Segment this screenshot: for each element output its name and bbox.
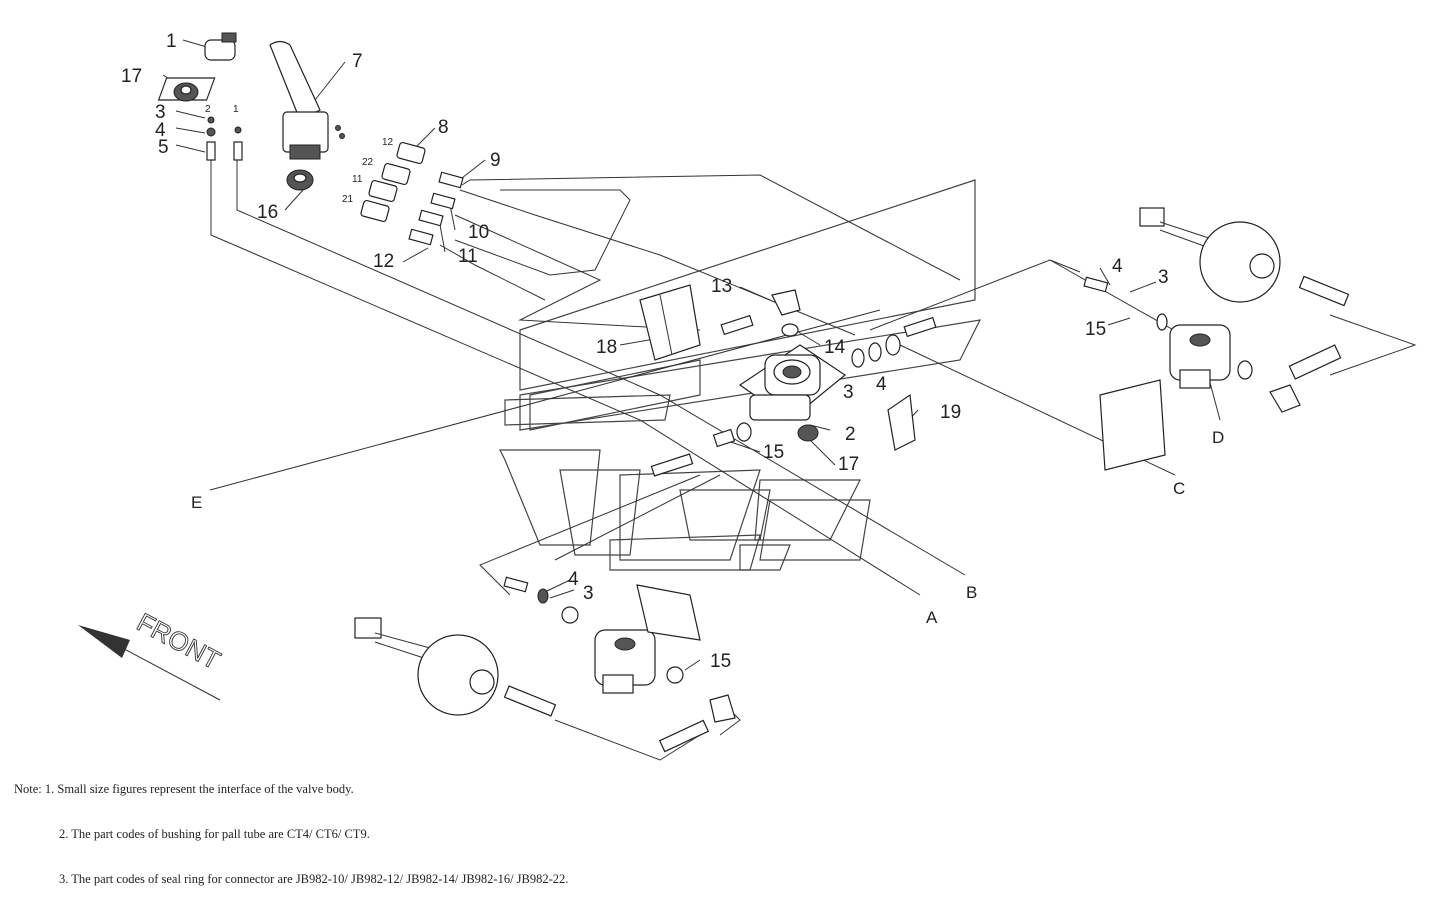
line-letter-e: E: [191, 493, 202, 512]
callout-11: 11: [458, 246, 478, 267]
port-label-21: 21: [342, 194, 354, 205]
callout-8: 8: [438, 117, 449, 138]
callout-15-lower: 15: [710, 651, 731, 672]
callout-3-lower: 3: [583, 583, 594, 604]
note-line-2: 2. The part codes of bushing for pall tu…: [59, 827, 370, 841]
front-label: FRONT: [132, 607, 225, 676]
line-letter-d: D: [1212, 428, 1224, 447]
callout-13: 13: [711, 276, 732, 297]
callout-5: 5: [158, 137, 169, 158]
note-line-3: 3. The part codes of seal ring for conne…: [59, 872, 569, 886]
right-bracket: [1099, 379, 1166, 471]
line-letters: E C D B A: [191, 428, 1224, 627]
watermark-logo-icon: [499, 179, 982, 571]
line-letter-a: A: [926, 608, 938, 627]
part-18-bracket: [639, 284, 701, 361]
callout-12: 12: [373, 251, 394, 272]
callout-3-center: 3: [843, 382, 854, 403]
callout-7: 7: [352, 51, 363, 72]
callout-3-top: 3: [155, 102, 166, 123]
port-label-22: 22: [362, 157, 374, 168]
notes-block: Note: 1. Small size figures represent th…: [14, 752, 568, 902]
callout-15-center: 15: [763, 442, 784, 463]
right-brake-chamber: [1139, 207, 1350, 307]
parts-3-4-5-fittings: [206, 116, 243, 161]
note-line-1: Note: 1. Small size figures represent th…: [14, 782, 354, 796]
front-arrow-icon: [78, 625, 221, 701]
port-labels: 2 1 12 22 11 21: [205, 104, 394, 205]
lower-brake-chamber: [354, 617, 710, 753]
lower-bracket: [636, 584, 701, 641]
callout-9: 9: [490, 150, 501, 171]
part-16-nut: [286, 169, 314, 191]
center-lower-fittings: [650, 422, 819, 477]
part-8-connectors: [360, 141, 426, 223]
center-seal-rings: [851, 316, 937, 368]
callout-4-lower: 4: [568, 569, 579, 590]
callout-18: 18: [596, 337, 617, 358]
port-label-11: 11: [352, 174, 363, 185]
exploded-parts-diagram: FRONT 1 17 3 4 5 7 8 9 10 11 12 16 13 14…: [78, 31, 1417, 761]
part-13-14-elbow: [720, 289, 801, 337]
callout-2: 2: [845, 424, 856, 445]
port-label-1: 1: [233, 104, 239, 115]
line-letter-c: C: [1173, 479, 1185, 498]
part-19-bracket: [887, 393, 916, 451]
callout-1: 1: [166, 31, 177, 52]
part-17-nut-top: [173, 82, 199, 102]
part-7-lever-valve: [269, 40, 345, 160]
line-letter-b: B: [966, 583, 977, 602]
parts-9-12-bushings: [408, 171, 464, 246]
callout-17-top: 17: [121, 66, 142, 87]
port-label-2: 2: [205, 104, 211, 115]
callout-4-top: 4: [155, 120, 166, 141]
callout-10: 10: [468, 222, 489, 243]
callout-4-right: 4: [1112, 256, 1123, 277]
callout-17-center: 17: [838, 454, 859, 475]
callout-14: 14: [824, 337, 846, 358]
right-valve-assembly: [1083, 276, 1342, 413]
callout-labels: 1 17 3 4 5 7 8 9 10 11 12 16 13 14 18 3 …: [121, 31, 1169, 672]
port-label-12: 12: [382, 137, 394, 148]
lower-valve-assembly: [503, 576, 736, 723]
callout-16: 16: [257, 202, 278, 223]
callout-3-right: 3: [1158, 267, 1169, 288]
callout-15-right: 15: [1085, 319, 1106, 340]
part-2-relay-valve: [738, 344, 847, 421]
callout-19: 19: [940, 402, 961, 423]
callout-4-center: 4: [876, 374, 887, 395]
